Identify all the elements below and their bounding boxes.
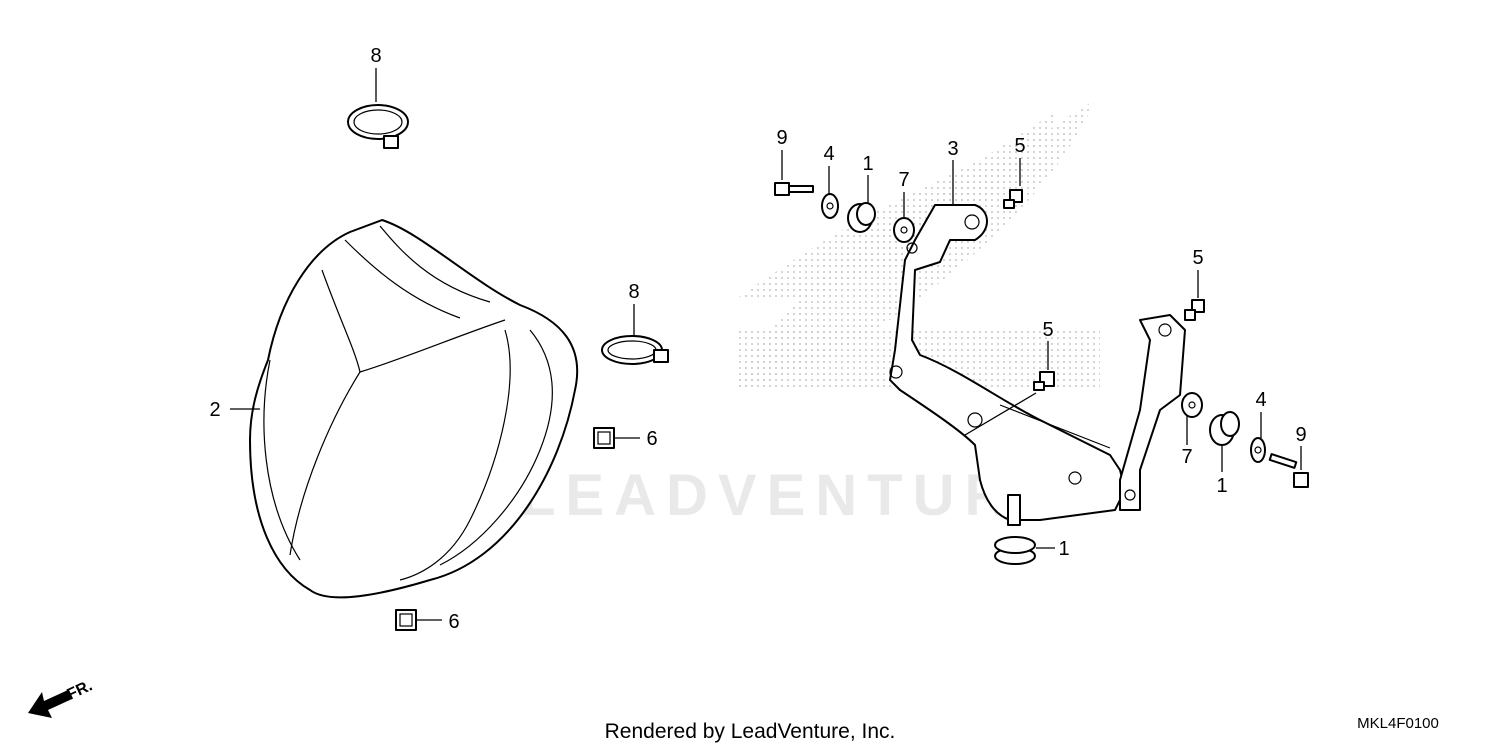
callout-8-top: 8 <box>370 45 381 67</box>
headlight-unit <box>249 219 579 599</box>
washer-upper <box>821 193 839 219</box>
callout-9-left: 9 <box>776 127 787 149</box>
callout-7-upper: 7 <box>898 169 909 191</box>
callout-5-upper: 5 <box>1014 135 1025 157</box>
clip-nut-middle <box>593 427 615 449</box>
callout-6-middle: 6 <box>646 428 657 450</box>
callout-5-right: 5 <box>1192 247 1203 269</box>
rendered-by-credit: Rendered by LeadVenture, Inc. <box>605 720 896 743</box>
band-clamp-middle <box>601 335 669 365</box>
callout-5-middle: 5 <box>1042 319 1053 341</box>
callout-7-right: 7 <box>1181 446 1192 468</box>
collar-upper <box>893 217 915 243</box>
grommet-right <box>1209 411 1240 446</box>
grommet-upper <box>847 202 876 233</box>
callout-4-right: 4 <box>1255 389 1266 411</box>
callout-6-lower: 6 <box>448 611 459 633</box>
screw-right <box>1184 299 1205 321</box>
leader-lines <box>230 68 1302 621</box>
grommet-lower <box>994 494 1036 565</box>
watermark-text: LEADVENTURE <box>520 463 1065 528</box>
front-direction-arrow-icon <box>28 690 72 718</box>
callout-1-right: 1 <box>1216 475 1227 497</box>
diagram-code: MKL4F0100 <box>1357 715 1439 732</box>
callout-8-middle: 8 <box>628 281 639 303</box>
band-clamp-top <box>347 104 409 149</box>
washer-right <box>1250 437 1266 463</box>
headlight-stay-bracket <box>889 204 1186 521</box>
callout-3: 3 <box>947 138 958 160</box>
callout-1-lower: 1 <box>1058 538 1069 560</box>
collar-right <box>1181 392 1203 418</box>
callout-4-left: 4 <box>823 143 834 165</box>
bolt-upper-left <box>774 182 814 196</box>
clip-nut-lower <box>395 609 417 631</box>
bolt-right <box>1268 453 1309 488</box>
screw-middle <box>1033 371 1055 391</box>
callout-2: 2 <box>209 399 220 421</box>
screw-upper <box>1003 189 1023 209</box>
callout-1-upper: 1 <box>862 153 873 175</box>
front-marker-label: FR. <box>65 677 96 703</box>
callout-9-right: 9 <box>1295 424 1306 446</box>
